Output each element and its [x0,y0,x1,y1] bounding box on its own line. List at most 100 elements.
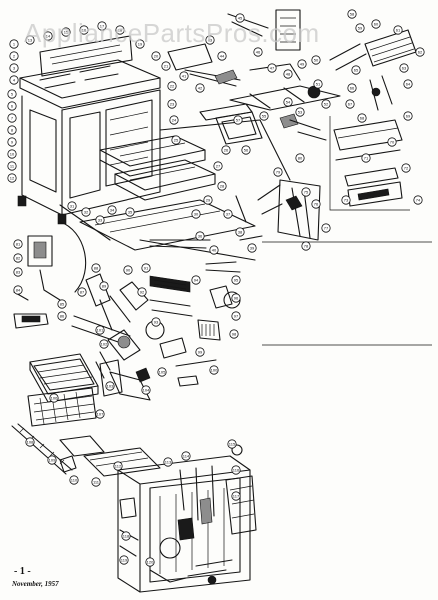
callout-number: 112 [115,464,122,469]
callout-bubble [13,239,23,249]
callout-number: 70 [390,140,395,145]
callout-bubble [209,365,219,375]
callout-bubble [123,265,133,275]
callout-number: 80 [298,156,303,161]
callout-number: 69 [406,114,411,119]
callout-bubble [403,79,413,89]
callout-number: 95 [234,278,239,283]
callout-number: 44 [220,54,225,59]
callout-number: 82 [16,256,21,261]
callout-number: 10 [10,152,15,157]
callout-bubble [209,245,219,255]
callout-bubble [259,111,269,121]
callout-bubble [13,267,23,277]
callout-bubble [321,223,331,233]
callout-number: 74 [416,198,421,203]
callout-number: 111 [93,480,100,485]
upper-right-subassembly [329,29,417,211]
callout-bubble [7,149,17,159]
callout-number: 25 [174,138,179,143]
callout-bubble [179,71,189,81]
callout-bubble [135,39,145,49]
callout-bubble [223,209,233,219]
callout-bubble [283,69,293,79]
callout-bubble [347,83,357,93]
callout-bubble [141,263,151,273]
callout-bubble [253,47,263,57]
callout-number: 1 [13,42,16,47]
broiler-pan-rack [27,353,151,427]
callout-bubble [301,187,311,197]
callout-number: 5 [11,92,14,97]
callout-number: 86 [60,314,65,319]
callout-bubble [235,13,245,23]
callout-number: 64 [406,82,411,87]
callout-number: 7 [11,116,14,121]
middle-parts-cluster [71,239,241,387]
callout-bubble [167,81,177,91]
callout-bubble [9,39,19,49]
callout-number: 113 [165,460,172,465]
callout-number: 20 [154,54,159,59]
range-body-assembly [17,35,256,261]
callout-number: 28 [220,184,225,189]
callout-bubble [321,99,331,109]
callout-bubble [229,329,239,339]
callout-bubble [313,79,323,89]
callout-number: 77 [324,226,329,231]
callout-bubble [161,61,171,71]
callout-bubble [273,167,283,177]
callout-number: 94 [194,278,199,283]
callout-number: 22 [170,84,175,89]
callout-bubble [95,215,105,225]
callout-bubble [415,47,425,57]
callout-number: 110 [71,478,78,483]
callout-bubble [231,275,241,285]
callout-number: 87 [80,290,85,295]
callout-number: 105 [159,370,166,375]
callout-number: 92 [140,290,145,295]
callout-bubble [69,475,79,485]
callout-bubble [9,51,19,61]
callout-number: 72 [404,166,409,171]
callout-bubble [97,21,107,31]
callout-number: 57 [236,118,241,123]
callout-number: 66 [350,86,355,91]
callout-bubble [413,195,423,205]
callout-number: 27 [216,164,221,169]
callout-bubble [295,107,305,117]
callout-number: 13 [28,38,33,43]
callout-bubble [399,63,409,73]
callout-number: 46 [256,50,261,55]
callout-number: 79 [276,170,281,175]
callout-number: 103 [107,384,114,389]
callout-bubble [13,285,23,295]
callout-number: 8 [11,128,14,133]
callout-bubble [297,59,307,69]
callout-bubble [191,209,201,219]
callout-number: 35 [128,210,133,215]
callout-bubble [341,195,351,205]
callout-bubble [91,477,101,487]
callout-bubble [25,35,35,45]
callout-number: 37 [226,212,231,217]
callout-number: 115 [229,442,236,447]
callout-number: 4 [13,78,16,83]
callout-bubble [205,35,215,45]
callout-number: 21 [164,64,169,69]
callout-bubble [77,287,87,297]
callout-bubble [191,275,201,285]
callout-bubble [231,465,241,475]
callout-bubble [345,99,355,109]
callout-number: 65 [354,68,359,73]
callout-bubble [107,205,117,215]
callout-bubble [361,153,371,163]
callout-number: 114 [183,454,190,459]
callout-number: 78 [304,244,309,249]
callout-bubble [61,27,71,37]
callout-bubble [115,25,125,35]
callout-number: 38 [238,230,243,235]
callout-number: 68 [360,116,365,121]
callout-number: 52 [324,102,329,107]
callout-bubble [91,263,101,273]
